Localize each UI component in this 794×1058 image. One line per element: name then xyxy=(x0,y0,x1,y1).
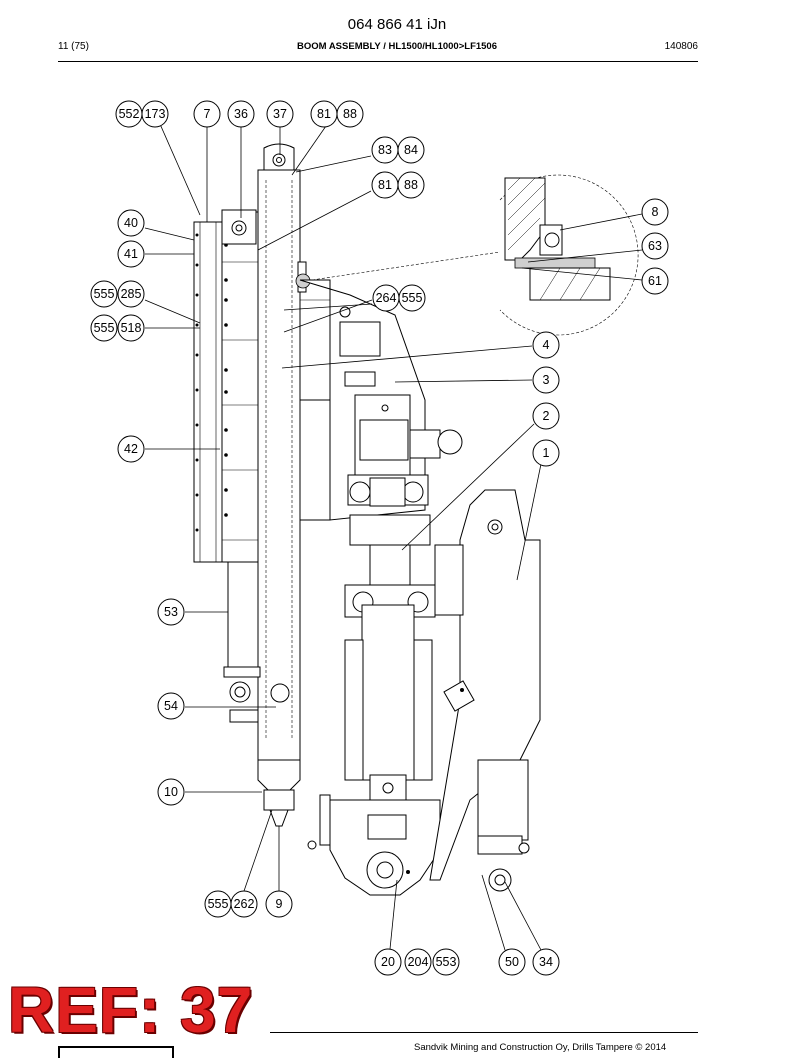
callout-61: 61 xyxy=(641,267,669,295)
svg-text:555: 555 xyxy=(94,287,115,301)
svg-text:7: 7 xyxy=(204,107,211,121)
svg-text:61: 61 xyxy=(648,274,662,288)
svg-text:1: 1 xyxy=(543,446,550,460)
callout-88: 88 xyxy=(397,171,425,199)
svg-text:88: 88 xyxy=(343,107,357,121)
svg-text:555: 555 xyxy=(208,897,229,911)
callout-42: 42 xyxy=(117,435,145,463)
svg-text:4: 4 xyxy=(543,338,550,352)
callout-555-285: 555 xyxy=(90,280,118,308)
svg-text:63: 63 xyxy=(648,239,662,253)
callout-555-518: 555 xyxy=(90,314,118,342)
page-number: 11 (75) xyxy=(58,41,89,52)
svg-text:50: 50 xyxy=(505,955,519,969)
detail-view xyxy=(311,174,639,336)
callout-553: 553 xyxy=(432,948,460,976)
callout-83: 83 xyxy=(371,136,399,164)
boom-frame xyxy=(429,489,541,892)
svg-text:518: 518 xyxy=(121,321,142,335)
svg-text:3: 3 xyxy=(543,373,550,387)
callout-1: 1 xyxy=(532,439,560,467)
callout-262: 262 xyxy=(230,890,258,918)
svg-text:40: 40 xyxy=(124,216,138,230)
leader-lines xyxy=(144,123,643,951)
svg-text:36: 36 xyxy=(234,107,248,121)
footer-rule xyxy=(270,1032,698,1033)
svg-text:81: 81 xyxy=(317,107,331,121)
callout-2: 2 xyxy=(532,402,560,430)
callout-34: 34 xyxy=(532,948,560,976)
svg-text:264: 264 xyxy=(376,291,397,305)
callout-8: 8 xyxy=(641,198,669,226)
svg-text:9: 9 xyxy=(276,897,283,911)
svg-text:41: 41 xyxy=(124,247,138,261)
callout-555-262: 555 xyxy=(204,890,232,918)
callout-555-264: 555 xyxy=(398,284,426,312)
footer-copyright: Sandvik Mining and Construction Oy, Dril… xyxy=(414,1042,667,1053)
callout-50: 50 xyxy=(498,948,526,976)
svg-text:553: 553 xyxy=(436,955,457,969)
callout-173: 173 xyxy=(141,100,169,128)
svg-text:88: 88 xyxy=(404,178,418,192)
svg-text:81: 81 xyxy=(378,178,392,192)
callout-552: 552 xyxy=(115,100,143,128)
svg-text:552: 552 xyxy=(119,107,140,121)
telescopic-tube xyxy=(223,143,311,827)
reference-stamp: REF: 37 xyxy=(8,974,254,1046)
revision-date: 140806 xyxy=(664,41,698,52)
callout-81-top: 81 xyxy=(310,100,338,128)
callout-84: 84 xyxy=(397,136,425,164)
callout-3: 3 xyxy=(532,366,560,394)
callout-285: 285 xyxy=(117,280,145,308)
callout-88-top: 88 xyxy=(336,100,364,128)
callout-264: 264 xyxy=(372,284,400,312)
svg-text:83: 83 xyxy=(378,143,392,157)
callout-54: 54 xyxy=(157,692,185,720)
lift-cylinder xyxy=(344,394,463,802)
callout-4: 4 xyxy=(532,331,560,359)
svg-text:10: 10 xyxy=(164,785,178,799)
svg-text:34: 34 xyxy=(539,955,553,969)
svg-text:53: 53 xyxy=(164,605,178,619)
svg-text:37: 37 xyxy=(273,107,287,121)
brand-logo xyxy=(58,1046,174,1058)
page-title: BOOM ASSEMBLY / HL1500/HL1000>LF1506 xyxy=(296,41,498,52)
svg-text:20: 20 xyxy=(381,955,395,969)
svg-text:173: 173 xyxy=(145,107,166,121)
callout-36: 36 xyxy=(227,100,255,128)
svg-text:555: 555 xyxy=(402,291,423,305)
callout-63: 63 xyxy=(641,232,669,260)
svg-text:42: 42 xyxy=(124,442,138,456)
boom-base xyxy=(307,794,441,896)
svg-text:84: 84 xyxy=(404,143,418,157)
callout-53: 53 xyxy=(157,598,185,626)
svg-text:8: 8 xyxy=(652,205,659,219)
callout-41: 41 xyxy=(117,240,145,268)
header-rule xyxy=(58,61,698,62)
svg-text:285: 285 xyxy=(121,287,142,301)
callout-204: 204 xyxy=(404,948,432,976)
svg-text:54: 54 xyxy=(164,699,178,713)
callout-81: 81 xyxy=(371,171,399,199)
feed-beam xyxy=(193,209,259,563)
svg-text:2: 2 xyxy=(543,409,550,423)
svg-text:555: 555 xyxy=(94,321,115,335)
svg-text:204: 204 xyxy=(408,955,429,969)
document-number: 064 866 41 iJn xyxy=(347,16,447,33)
callout-7: 7 xyxy=(193,100,221,128)
callout-9: 9 xyxy=(265,890,293,918)
callout-20: 20 xyxy=(374,948,402,976)
callout-518: 518 xyxy=(117,314,145,342)
callout-10: 10 xyxy=(157,778,185,806)
callout-37: 37 xyxy=(266,100,294,128)
svg-text:262: 262 xyxy=(234,897,255,911)
callout-40: 40 xyxy=(117,209,145,237)
